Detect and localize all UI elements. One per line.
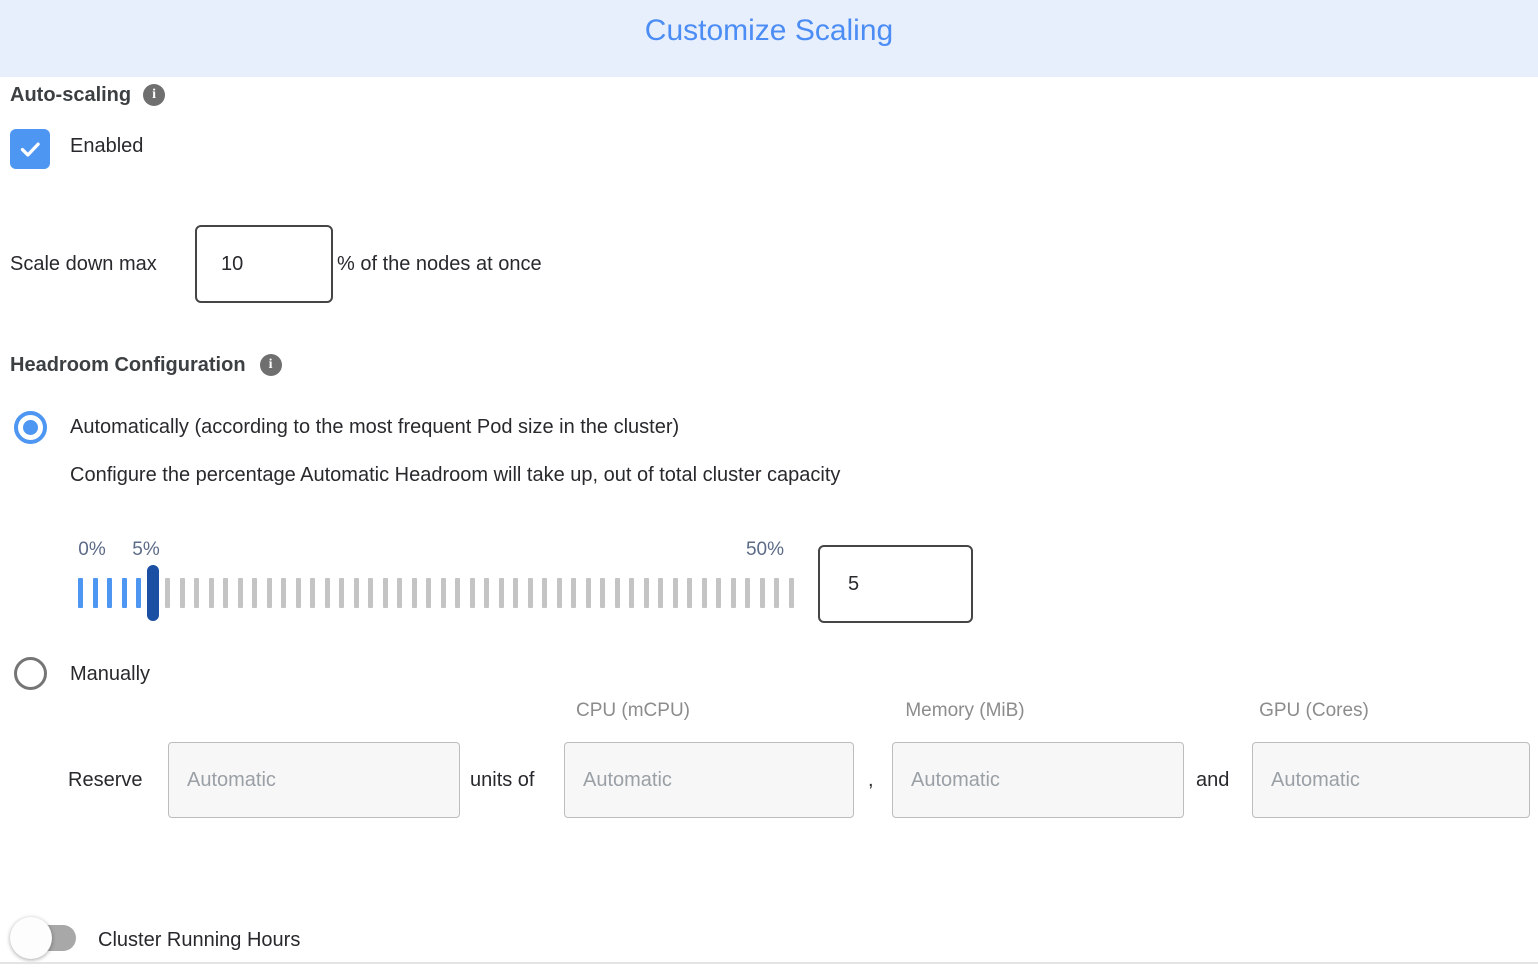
- reserve-cpu-input[interactable]: [564, 742, 854, 818]
- headroom-slider-track[interactable]: [78, 565, 794, 621]
- info-icon[interactable]: i: [143, 84, 166, 106]
- slider-tick: [92, 578, 98, 608]
- slider-tick: [339, 578, 344, 608]
- slider-tick: [774, 578, 779, 608]
- slider-tick: [484, 578, 489, 608]
- slider-tick: [324, 578, 330, 608]
- info-icon[interactable]: i: [259, 354, 282, 376]
- headroom-automatic-label: Automatically (according to the most fre…: [70, 416, 680, 438]
- slider-tick: [368, 578, 373, 608]
- slider-tick: [687, 578, 692, 608]
- slider-tick: [78, 578, 83, 608]
- slider-tick: [730, 578, 736, 608]
- slider-tick: [179, 578, 185, 608]
- slider-tick: [295, 578, 301, 608]
- headroom-percentage-input[interactable]: [818, 545, 973, 623]
- headroom-manually-label: Manually: [70, 663, 151, 685]
- slider-tick: [542, 578, 547, 608]
- auto-scaling-label: Auto-scaling: [10, 84, 132, 106]
- slider-tick: [614, 578, 620, 608]
- slider-current-label: 5%: [132, 539, 160, 560]
- slider-tick: [600, 578, 605, 608]
- slider-tick: [266, 578, 272, 608]
- cluster-running-hours-label: Cluster Running Hours: [98, 929, 301, 951]
- slider-tick: [223, 578, 228, 608]
- slider-tick: [759, 578, 765, 608]
- cpu-column-header: CPU (mCPU): [576, 700, 690, 721]
- slider-tick: [716, 578, 721, 608]
- reserve-memory-input[interactable]: [892, 742, 1184, 818]
- reserve-gpu-input[interactable]: [1252, 742, 1530, 818]
- checkmark-icon: [20, 142, 40, 157]
- slider-tick: [745, 578, 750, 608]
- page-title: Customize Scaling: [644, 14, 894, 47]
- toggle-knob[interactable]: [10, 917, 52, 959]
- slider-tick: [310, 578, 315, 608]
- slider-tick: [440, 578, 446, 608]
- slider-tick: [788, 578, 794, 608]
- gpu-column-header: GPU (Cores): [1259, 700, 1369, 721]
- dialog-header: Customize Scaling: [0, 0, 1538, 77]
- slider-tick: [426, 578, 431, 608]
- headroom-configuration-label: Headroom Configuration: [10, 354, 246, 376]
- slider-tick: [194, 578, 199, 608]
- headroom-automatic-description: Configure the percentage Automatic Headr…: [70, 464, 841, 486]
- slider-tick: [455, 578, 460, 608]
- slider-tick: [252, 578, 257, 608]
- slider-handle[interactable]: [147, 565, 159, 621]
- and-label: and: [1196, 769, 1230, 791]
- slider-tick: [121, 578, 127, 608]
- scale-down-prefix: Scale down max: [10, 253, 157, 275]
- slider-tick: [513, 578, 518, 608]
- auto-scaling-enabled-checkbox[interactable]: [10, 129, 50, 169]
- slider-tick: [281, 578, 286, 608]
- slider-tick: [165, 578, 170, 608]
- slider-tick: [643, 578, 649, 608]
- enabled-label: Enabled: [70, 135, 144, 157]
- slider-tick: [397, 578, 402, 608]
- scale-down-max-input[interactable]: [195, 225, 333, 303]
- slider-tick: [701, 578, 707, 608]
- reserve-label: Reserve: [68, 769, 143, 791]
- reserve-units-input[interactable]: [168, 742, 460, 818]
- slider-tick: [571, 578, 576, 608]
- scale-down-suffix: % of the nodes at once: [337, 253, 542, 275]
- slider-tick: [382, 578, 388, 608]
- slider-tick: [498, 578, 504, 608]
- slider-max-label: 50%: [745, 539, 785, 560]
- slider-tick: [208, 578, 214, 608]
- slider-tick: [556, 578, 562, 608]
- slider-tick: [585, 578, 591, 608]
- slider-tick: [629, 578, 634, 608]
- bottom-divider: [0, 962, 1538, 964]
- slider-tick: [658, 578, 663, 608]
- headroom-manually-radio[interactable]: [14, 657, 47, 690]
- memory-column-header: Memory (MiB): [905, 700, 1025, 721]
- slider-min-label: 0%: [78, 539, 106, 560]
- slider-tick: [469, 578, 475, 608]
- slider-tick: [672, 578, 678, 608]
- slider-tick: [136, 578, 141, 608]
- slider-tick: [411, 578, 417, 608]
- slider-tick: [237, 578, 243, 608]
- headroom-automatic-radio[interactable]: [14, 411, 47, 444]
- slider-tick: [527, 578, 533, 608]
- slider-tick: [107, 578, 112, 608]
- slider-tick: [353, 578, 359, 608]
- units-of-label: units of: [470, 769, 535, 791]
- comma-separator: ,: [868, 769, 874, 791]
